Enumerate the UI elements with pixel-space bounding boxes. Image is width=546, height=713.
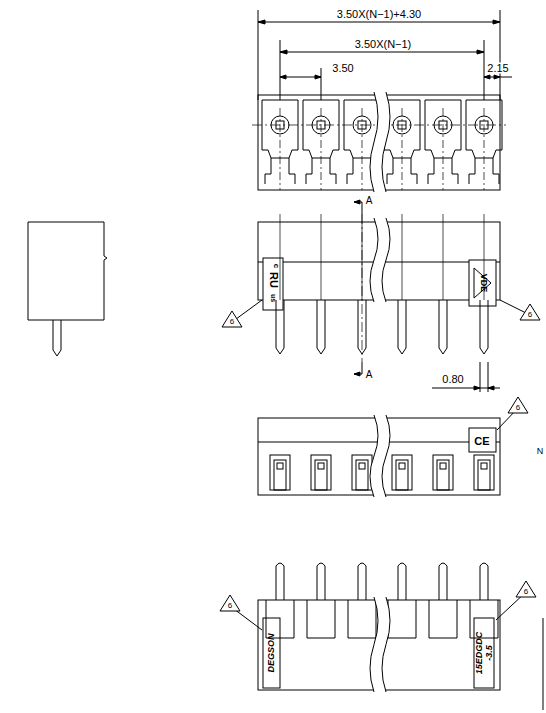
- callout-number: 6: [528, 311, 532, 319]
- dimension: 2.15: [486, 63, 509, 74]
- center-line: [443, 108, 444, 190]
- note-letter: N: [537, 447, 544, 456]
- callout-number: 6: [524, 588, 528, 596]
- section-mark: A: [365, 196, 374, 206]
- cert-mark: VDE: [479, 274, 488, 293]
- wire-window-inner: [437, 460, 449, 490]
- break-lines: [370, 92, 390, 692]
- pin: [398, 300, 406, 354]
- section-mark: A: [365, 370, 374, 380]
- part-number: 15EDGDC: [475, 632, 484, 675]
- window-square: [399, 463, 405, 469]
- break-line: [370, 597, 378, 692]
- pin: [439, 563, 447, 600]
- break-line: [382, 92, 390, 192]
- pin: [439, 300, 447, 354]
- front-view: [258, 200, 500, 376]
- brand-name: DEGSON: [267, 633, 276, 672]
- cert-mark: c: [272, 264, 280, 268]
- center-line: [402, 214, 403, 300]
- break-line: [382, 218, 390, 302]
- wire-window-inner: [478, 460, 490, 490]
- wire-window-inner: [315, 460, 327, 490]
- center-line: [321, 214, 322, 300]
- center-line: [443, 214, 444, 300]
- vde-triangle: [474, 268, 491, 298]
- window-square: [481, 463, 487, 469]
- note-triangles: [220, 268, 540, 630]
- pin-pocket: [348, 600, 376, 638]
- break-gap: [370, 218, 390, 302]
- note-triangle: [220, 595, 240, 611]
- pin-pocket: [266, 600, 294, 638]
- window-square: [359, 463, 365, 469]
- dimension: 3.50X(N−1): [354, 39, 413, 50]
- dimension: 3.50X(N−1)+4.30: [336, 9, 422, 20]
- pin: [480, 563, 488, 600]
- center-line: [321, 108, 322, 190]
- wire-window-inner: [274, 460, 286, 490]
- center-line: [484, 108, 485, 190]
- dimension: 0.80: [441, 374, 464, 385]
- wire-window: [311, 455, 331, 490]
- window-square: [440, 463, 446, 469]
- window-square: [318, 463, 324, 469]
- callout-number: 6: [230, 318, 234, 326]
- pin: [358, 300, 366, 354]
- part-number: -3.5: [485, 645, 494, 661]
- cert-mark: RU: [268, 272, 279, 288]
- pin: [358, 563, 366, 600]
- callout-number: 6: [228, 602, 232, 610]
- break-line: [370, 218, 378, 302]
- note-triangle: [508, 397, 528, 413]
- center-line: [280, 108, 281, 190]
- wire-window: [474, 455, 494, 490]
- dimension-lines: [258, 10, 512, 392]
- wire-window: [270, 455, 290, 490]
- side-view: [28, 222, 107, 356]
- note-triangle: [222, 311, 242, 327]
- break-line: [382, 415, 390, 497]
- center-line: [362, 108, 363, 190]
- cert-mark: us: [270, 294, 277, 302]
- pin-pocket: [307, 600, 335, 638]
- center-line: [402, 108, 403, 190]
- pin-pocket: [429, 600, 457, 638]
- break-line: [370, 92, 378, 192]
- cert-mark: CE: [474, 436, 489, 447]
- break-gap: [370, 92, 390, 192]
- dimension: 3.50: [331, 63, 354, 74]
- pin: [276, 300, 284, 354]
- break-line: [382, 597, 390, 692]
- callout-number: 6: [516, 404, 520, 412]
- break-line: [370, 415, 378, 497]
- pin: [317, 563, 325, 600]
- break-gap: [370, 415, 390, 497]
- note-triangle: [520, 304, 540, 320]
- note-triangle: [516, 581, 536, 597]
- window-square: [277, 463, 283, 469]
- wire-window: [433, 455, 453, 490]
- pin: [317, 300, 325, 354]
- pin-pocket: [388, 600, 416, 638]
- pin: [480, 300, 488, 354]
- pin: [398, 563, 406, 600]
- center-line: [362, 214, 363, 300]
- wire-window: [392, 455, 412, 490]
- wire-window-inner: [356, 460, 368, 490]
- center-line: [280, 214, 281, 300]
- wire-window-inner: [396, 460, 408, 490]
- wire-window: [352, 455, 372, 490]
- pin: [276, 563, 284, 600]
- break-gap: [370, 597, 390, 692]
